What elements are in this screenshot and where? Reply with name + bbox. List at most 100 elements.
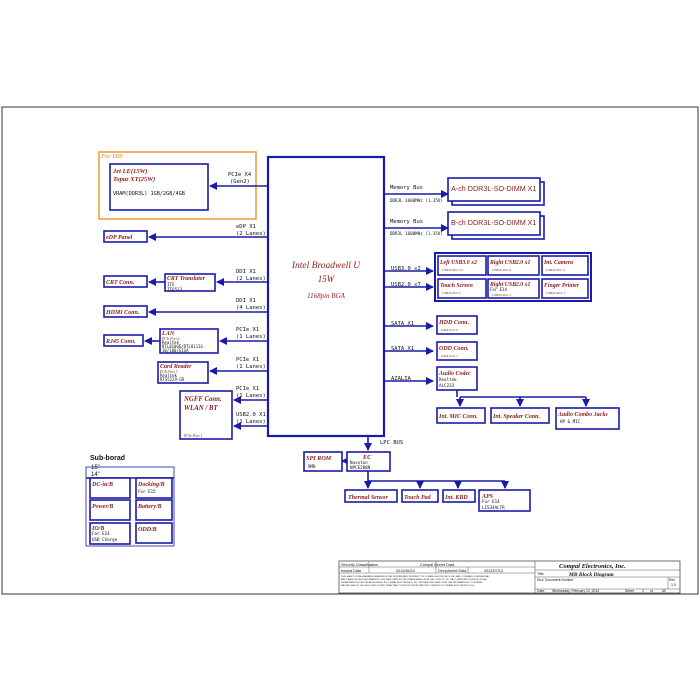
- audio-group: AZALIA Audio Codec Realtek ALC233 Int. M…: [384, 366, 620, 430]
- ec: EC: [362, 454, 372, 461]
- tb-sheet-num: 2: [642, 589, 644, 593]
- usb-x1-bus: USB2.0 X1: [236, 412, 266, 418]
- tb-total: 60: [662, 589, 666, 593]
- tb-deciph: Deciphered Date: [438, 569, 467, 573]
- edp-lanes: (2 Lanes): [236, 231, 266, 237]
- lan-title: LAN: [161, 330, 175, 337]
- dis-bus-sub: (Gen2): [230, 179, 250, 185]
- audio-codec-vendor: Realtek: [439, 377, 457, 382]
- sub-board-15: 15": [91, 465, 100, 471]
- card-reader-part: RTS5229-GR: [160, 377, 185, 382]
- sata2-bus: SATA X1: [391, 346, 414, 352]
- dcin-board: DC-in/B: [91, 482, 113, 488]
- hdmi-group: HDMI Conn. DDI X1 (4 Lanes): [103, 298, 268, 318]
- dimm-b: B-ch DDR3L-SO-DIMM X1: [451, 218, 536, 227]
- tb-issued: Issued Date: [341, 569, 361, 573]
- usb-touch-screen-port: USB20 Port 2: [442, 291, 461, 295]
- tb-legal-1: THIS SHEET OF ENGINEERING DRAWING IS THE…: [341, 575, 490, 578]
- sheet-border: [1, 106, 699, 595]
- crt-translator-vendor: ITE: [167, 282, 175, 287]
- gpu-name-1: Jet LE(15W): [112, 168, 147, 175]
- aps-part: LIS34ALTR: [482, 505, 505, 510]
- pcie1-bus: PCIe X1: [236, 327, 259, 333]
- ngff-title: NGFF Conn.: [183, 396, 222, 403]
- tb-of: of: [650, 589, 653, 593]
- edp-group: eDP Panel eDP X1 (2 Lanes): [103, 224, 268, 243]
- pcie1-lanes: (1 Lanes): [236, 334, 266, 340]
- ec-part: NPCE288N: [350, 465, 371, 470]
- hdd-group: SATA X1 HDD Conn. SATA Port 0: [384, 315, 478, 335]
- lpc-bus: LPC BUS: [380, 440, 403, 446]
- thermal-sensor: Thermal Sensor: [348, 495, 389, 501]
- usb-group: USB3.0 x2 USB2.0 x7 Left USB3.0 x2 USB30…: [384, 252, 592, 302]
- tb-legal-4: MAY BE USED BY OR DISCLOSED TO ANY THIRD…: [341, 584, 475, 587]
- ec-vendor: Nuvoton: [350, 460, 368, 465]
- io-board-note: For E14: [92, 531, 110, 536]
- tb-rev: Rev: [669, 578, 675, 582]
- touch-pad: Touch Pad: [404, 495, 432, 501]
- odd-board: ODD/B: [138, 527, 157, 533]
- rj45-conn: RJ45 Conn.: [105, 339, 136, 345]
- usb-left-usb3-port: USB30 Port 0,1: [442, 268, 464, 273]
- ddr-speed-a: DDR3L 1600MHz (1.35V): [390, 198, 443, 203]
- cpu-title: Intel Broadwell U: [291, 261, 361, 271]
- lan-vendor: Realtek: [162, 340, 179, 345]
- cpu-block: Intel Broadwell U 15W 1168pin BGA: [266, 155, 386, 438]
- dis-group: For DIS Jet LE(15W) Topaz XT(25W) VRAM(D…: [98, 151, 268, 220]
- docking-board: Docking/B: [137, 482, 165, 488]
- io-board-usb: USB Charge: [92, 537, 118, 542]
- odd-group: SATA X1 ODD Conn. SATA Port 1: [384, 341, 478, 361]
- usb-right-usb2-a: Right USB2.0 x1: [489, 260, 531, 266]
- lan-part: RTL8106E/RTL8111G: [162, 344, 204, 349]
- tb-docnum: Document Number: [545, 578, 574, 582]
- cpu-power: 15W: [318, 274, 336, 284]
- ddr-speed-b: DDR3L 1600MHz (1.35V): [390, 231, 443, 236]
- crt-translator-part: IT6513: [167, 287, 183, 292]
- ddi1-bus: DDI X1: [236, 269, 256, 275]
- dis-label: For DIS: [100, 153, 123, 160]
- title-block: Security Classification Compal Secret Da…: [338, 560, 681, 594]
- usb-right-usb2-b-note: For E14: [490, 287, 507, 292]
- usb3-bus: USB3.0 x2: [391, 266, 421, 272]
- hdmi-conn: HDMI Conn.: [105, 310, 140, 316]
- usb-right-usb2-a-port: USB20 Port 0: [492, 268, 511, 272]
- vram-spec: VRAM(DDR3L) 1GB/2GB/4GB: [113, 191, 185, 197]
- mem-bus-b: Memory Bus: [390, 219, 423, 225]
- battery-board: Battery/B: [137, 504, 162, 510]
- usb-camera: Int. Camera: [543, 260, 573, 266]
- tb-date-label: Date:: [537, 589, 545, 593]
- pcie3-lanes: (1 Lanes): [236, 393, 266, 399]
- spi-rom-size: 8MB: [308, 464, 316, 469]
- pcie3-bus: PCIe X1: [236, 386, 259, 392]
- azalia-bus: AZALIA: [391, 376, 412, 382]
- pcie2-lanes: (1 Lanes): [236, 364, 266, 370]
- aps-note: For E14: [482, 499, 500, 504]
- power-board: Power/B: [92, 504, 113, 510]
- card-reader-title: Card Reader: [160, 364, 192, 370]
- tb-title: MB Block Diagram: [568, 572, 614, 578]
- odd-port: SATA Port 1: [441, 354, 458, 358]
- audio-combo-jacks: Audio Combo Jacks: [557, 412, 608, 418]
- int-mic-conn: Int. MIC Conn.: [438, 414, 478, 420]
- tb-deciph-value: 2012/07/12: [484, 569, 503, 573]
- memory-group: Memory Bus Memory Bus DDR3L 1600MHz (1.3…: [384, 177, 545, 240]
- crt-translator: CRT Translator: [167, 276, 206, 282]
- lpc-group: LPC BUS SPI ROM 8MB EC Nuvoton NPCE288N …: [303, 436, 531, 512]
- ngff-group: NGFF Conn. WLAN / BT PCIe Port 1 PCIe X1…: [179, 386, 268, 440]
- tb-date: Wednesday, February 12, 2014: [552, 589, 599, 593]
- usb-touch-screen: Touch Screen: [440, 283, 473, 289]
- int-kbd: Int. KBD: [444, 495, 468, 501]
- ngff-port: PCIe Port 1: [183, 434, 202, 438]
- tb-sec: Compal Secret Data: [420, 563, 455, 567]
- audio-codec: Audio Codec: [438, 371, 471, 377]
- tb-size: Size: [537, 578, 544, 582]
- int-speaker-conn: Int. Speaker Conn.: [492, 414, 541, 420]
- dimm-a: A-ch DDR3L-SO-DIMM X1: [451, 184, 536, 193]
- tb-issued-value: 2011/06/24: [396, 569, 415, 573]
- hdd-conn: HDD Conn.: [438, 320, 470, 326]
- card-reader-vendor: Realtek: [160, 373, 177, 378]
- usb-left-usb3: Left USB3.0 x2: [439, 260, 477, 266]
- edp-bus: eDP X1: [236, 224, 256, 230]
- dis-bus: PCIe X4: [228, 172, 252, 178]
